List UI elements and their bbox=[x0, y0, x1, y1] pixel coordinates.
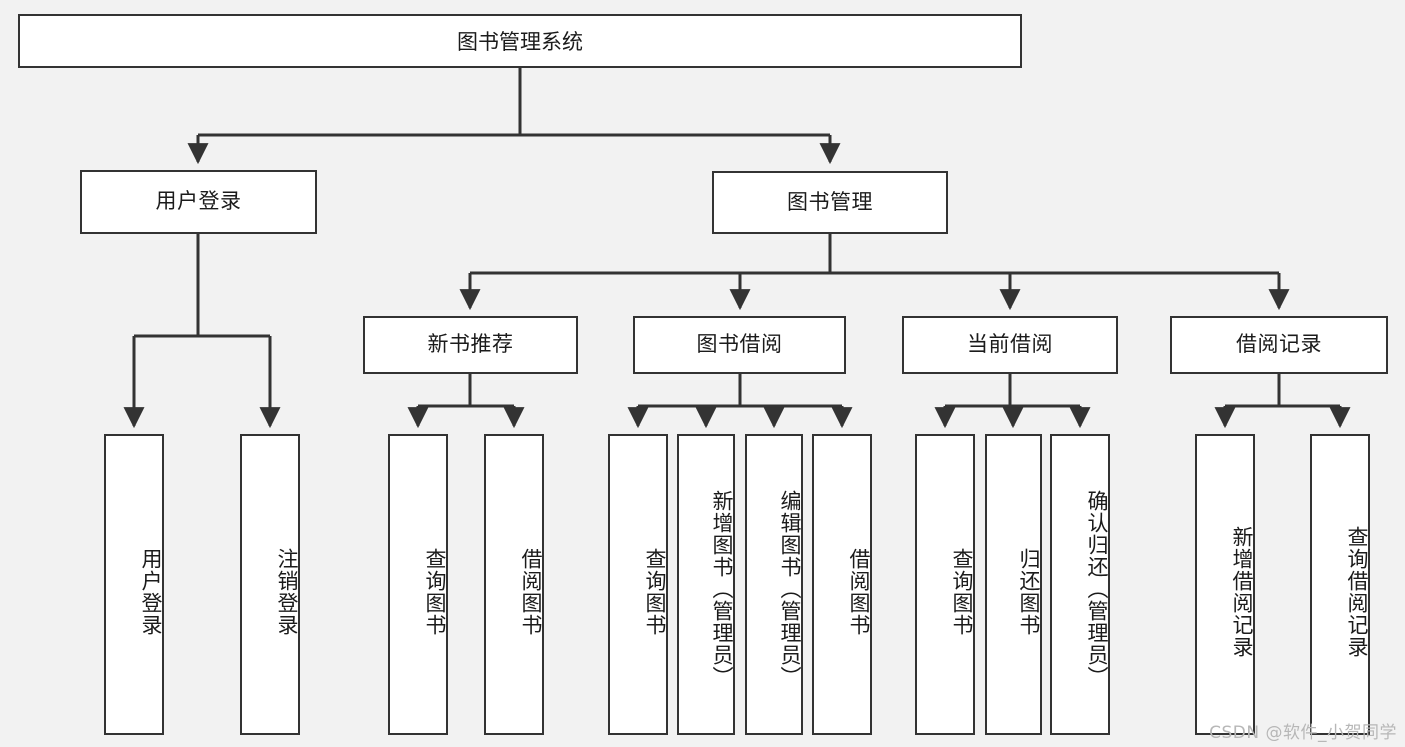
leaf-borrow-borrow-book[interactable]: 借阅图书 bbox=[812, 434, 872, 735]
leaf-user-login-logout[interactable]: 注销登录 bbox=[240, 434, 300, 735]
node-label: 查询图书 bbox=[950, 547, 974, 636]
node-label: 用户登录 bbox=[155, 189, 242, 214]
node-label: 查询图书 bbox=[423, 547, 447, 636]
node-borrow-record[interactable]: 借阅记录 bbox=[1170, 316, 1388, 374]
node-label: 新书推荐 bbox=[427, 332, 514, 357]
node-label: 借阅图书 bbox=[847, 547, 871, 636]
node-label: 借阅图书 bbox=[519, 547, 543, 636]
leaf-borrow-add-book-admin[interactable]: 新增图书（管理员） bbox=[677, 434, 735, 735]
leaf-user-login-login[interactable]: 用户登录 bbox=[104, 434, 164, 735]
leaf-record-query-record[interactable]: 查询借阅记录 bbox=[1310, 434, 1370, 735]
node-new-book-recommend[interactable]: 新书推荐 bbox=[363, 316, 578, 374]
node-label: 查询图书 bbox=[643, 547, 667, 636]
node-label: 确认归还（管理员） bbox=[1085, 489, 1109, 688]
node-label: 注销登录 bbox=[275, 547, 299, 636]
leaf-recommend-borrow-book[interactable]: 借阅图书 bbox=[484, 434, 544, 735]
leaf-borrow-query-book[interactable]: 查询图书 bbox=[608, 434, 668, 735]
leaf-current-return-book[interactable]: 归还图书 bbox=[985, 434, 1042, 735]
node-current-borrow[interactable]: 当前借阅 bbox=[902, 316, 1118, 374]
node-label: 用户登录 bbox=[139, 547, 163, 636]
node-book-management[interactable]: 图书管理 bbox=[712, 171, 948, 234]
node-root-system[interactable]: 图书管理系统 bbox=[18, 14, 1022, 68]
leaf-borrow-edit-book-admin[interactable]: 编辑图书（管理员） bbox=[745, 434, 803, 735]
csdn-watermark: CSDN @软件_小贺同学 bbox=[1209, 723, 1397, 743]
leaf-current-confirm-return-admin[interactable]: 确认归还（管理员） bbox=[1050, 434, 1110, 735]
node-label: 图书管理 bbox=[787, 189, 873, 214]
node-label: 借阅记录 bbox=[1236, 332, 1322, 357]
node-label: 查询借阅记录 bbox=[1345, 525, 1369, 658]
node-user-login[interactable]: 用户登录 bbox=[80, 170, 317, 234]
leaf-record-add-record[interactable]: 新增借阅记录 bbox=[1195, 434, 1255, 735]
node-label: 新增图书（管理员） bbox=[710, 489, 734, 688]
leaf-current-query-book[interactable]: 查询图书 bbox=[915, 434, 975, 735]
node-label: 图书借阅 bbox=[696, 332, 783, 357]
node-label: 新增借阅记录 bbox=[1230, 525, 1254, 658]
node-book-borrow[interactable]: 图书借阅 bbox=[633, 316, 846, 374]
leaf-recommend-query-book[interactable]: 查询图书 bbox=[388, 434, 448, 735]
node-label: 当前借阅 bbox=[967, 332, 1053, 357]
node-label: 归还图书 bbox=[1017, 547, 1041, 636]
node-label: 编辑图书（管理员） bbox=[778, 489, 802, 688]
node-label: 图书管理系统 bbox=[457, 30, 583, 54]
